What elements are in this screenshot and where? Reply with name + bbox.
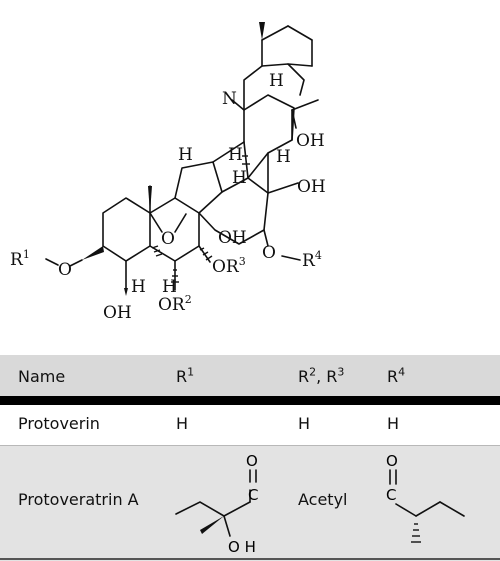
substituent-table: Name R1 R2, R3 R4 Protoverin H H H Proto… bbox=[0, 355, 500, 561]
h-c6-atom: H bbox=[162, 277, 177, 297]
row-name: Protoveratrin A bbox=[18, 490, 139, 509]
or2-label: OR2 bbox=[158, 293, 192, 315]
header-name: Name bbox=[18, 367, 66, 386]
r4-label: R4 bbox=[302, 249, 322, 271]
row-r23: H bbox=[298, 414, 311, 433]
table-row: Protoveratrin A O C O H Acetyl bbox=[0, 445, 500, 561]
header-r1: R1 bbox=[176, 365, 195, 386]
table-header: Name R1 R2, R3 R4 bbox=[0, 355, 500, 396]
oh-bottom-label: OH bbox=[103, 303, 132, 323]
o-r4-atom: O bbox=[262, 243, 276, 263]
table-bottom-rule bbox=[0, 558, 500, 560]
r4-c-atom: C bbox=[386, 486, 396, 504]
row-r4: H bbox=[387, 414, 400, 433]
table-row: Protoverin H H H bbox=[0, 405, 500, 443]
skeleton-bonds bbox=[45, 25, 319, 291]
r1-oh-label: O H bbox=[228, 538, 256, 556]
o-bridge-atom: O bbox=[161, 229, 175, 249]
h-top1-atom: H bbox=[178, 145, 193, 165]
h-top4-atom: H bbox=[276, 147, 291, 167]
o-r1-atom: O bbox=[58, 260, 72, 280]
row-r23: Acetyl bbox=[298, 490, 348, 509]
h-n-atom: H bbox=[269, 71, 284, 91]
chemical-structure: R1 O O H H H H H H N H OH OH OH OH O R4 … bbox=[10, 22, 326, 323]
wedge-bonds bbox=[82, 22, 265, 296]
h-top2-atom: H bbox=[228, 145, 243, 165]
r1-o-atom: O bbox=[246, 452, 258, 470]
hash-bonds bbox=[151, 155, 250, 283]
h-top3-atom: H bbox=[232, 168, 247, 188]
atom-labels: R1 O O H H H H H H N H OH OH OH OH O R4 … bbox=[10, 71, 326, 323]
header-rule bbox=[0, 396, 500, 405]
row-name: Protoverin bbox=[18, 414, 100, 433]
r1-c-atom: C bbox=[248, 486, 258, 504]
oh-right2-label: OH bbox=[297, 177, 326, 197]
r1-substituent-structure: O C O H bbox=[175, 452, 258, 556]
oh-mid-label: OH bbox=[218, 228, 247, 248]
r4-o-atom: O bbox=[386, 452, 398, 470]
h-c5-atom: H bbox=[131, 277, 146, 297]
oh-right1-label: OH bbox=[296, 131, 325, 151]
header-r4: R4 bbox=[387, 365, 406, 386]
r1-label: R1 bbox=[10, 248, 30, 270]
header-r2-r3: R2, R3 bbox=[298, 365, 345, 386]
row-r1: H bbox=[176, 414, 189, 433]
r4-substituent-structure: O C bbox=[386, 452, 465, 543]
or3-label: OR3 bbox=[212, 255, 246, 277]
n-atom: N bbox=[222, 89, 237, 109]
